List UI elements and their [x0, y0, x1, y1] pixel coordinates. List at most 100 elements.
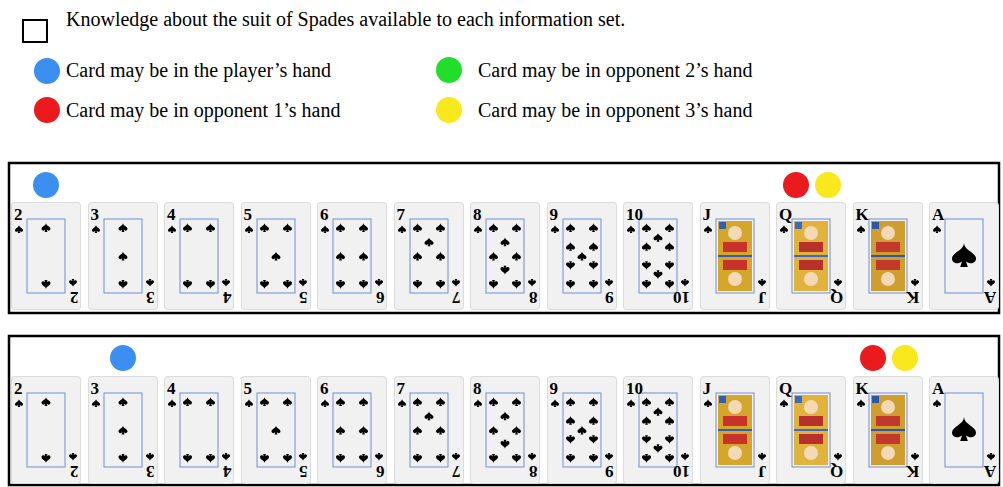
- spade-pip: [589, 261, 598, 270]
- spade-pip: [413, 454, 422, 463]
- spade-pip: [642, 261, 651, 270]
- spade-pip: [501, 237, 510, 246]
- card-rank: 3: [91, 206, 100, 223]
- face-art: [718, 256, 752, 291]
- spade-pip: [359, 252, 368, 261]
- spade-pip: [42, 280, 51, 289]
- card-rank: J: [758, 289, 767, 306]
- face-art: [795, 396, 802, 403]
- card-rank: K: [906, 289, 919, 306]
- spade-pip: [413, 426, 422, 435]
- spade-pip: [168, 225, 176, 233]
- spade-pip: [489, 454, 498, 463]
- spade-pip: [589, 454, 598, 463]
- face-art: [804, 446, 818, 460]
- spade-pip: [577, 252, 586, 261]
- card-rank: 4: [223, 289, 232, 306]
- legend-label: Card may be in the player’s hand: [66, 59, 331, 82]
- spade-pip: [566, 454, 575, 463]
- card-rank: K: [906, 463, 919, 480]
- card-frame: [180, 219, 218, 293]
- spade-pip: [474, 399, 482, 407]
- card-frame: [869, 219, 907, 293]
- spade-pip: [424, 411, 433, 420]
- face-art: [718, 429, 752, 431]
- spade-pip: [952, 417, 976, 441]
- playing-card: 44: [165, 377, 233, 483]
- card-frame: [563, 393, 601, 467]
- legend-swatch: [436, 57, 462, 83]
- playing-card: 22: [12, 377, 80, 483]
- playing-card: 33: [89, 377, 157, 483]
- card-rank: 3: [91, 380, 100, 397]
- face-art: [794, 221, 828, 256]
- spade-pip: [501, 411, 510, 420]
- face-art: [871, 395, 905, 430]
- card-frame: [792, 219, 830, 293]
- spade-pip: [283, 454, 292, 463]
- spade-pip: [512, 397, 521, 406]
- playing-card: AA: [930, 377, 998, 483]
- face-art: [728, 226, 742, 240]
- spade-pip: [489, 397, 498, 406]
- face-art: [794, 430, 828, 465]
- face-art: [728, 446, 742, 460]
- spade-pip: [271, 426, 280, 435]
- card-rank: Q: [779, 206, 792, 223]
- playing-card: 1010: [624, 203, 692, 309]
- spade-pip: [271, 252, 280, 261]
- spade-pip: [489, 280, 498, 289]
- spade-pip: [987, 453, 995, 461]
- card-rank: 6: [320, 380, 329, 397]
- spade-pip: [398, 399, 406, 407]
- card-rank: 10: [673, 289, 690, 306]
- card-rank: 2: [70, 463, 79, 480]
- spade-pip: [566, 435, 575, 444]
- spade-pip: [857, 399, 865, 407]
- card-rank: 5: [244, 380, 253, 397]
- card-frame: [945, 219, 983, 293]
- card-frame: [716, 393, 754, 467]
- spade-pip: [512, 426, 521, 435]
- face-art: [871, 429, 905, 431]
- card-rank: 8: [529, 463, 538, 480]
- spade-pip: [413, 280, 422, 289]
- card-rank: J: [703, 380, 712, 397]
- card-rank: 2: [14, 380, 23, 397]
- face-art: [794, 395, 828, 430]
- spade-pip: [168, 399, 176, 407]
- card-rank: 2: [14, 206, 23, 223]
- card-frame: [639, 393, 677, 467]
- playing-card: AA: [930, 203, 998, 309]
- card-rank: 6: [320, 206, 329, 223]
- spade-pip: [528, 453, 536, 461]
- spade-pip: [474, 225, 482, 233]
- card-frame: [945, 393, 983, 467]
- spade-pip: [681, 279, 689, 287]
- spade-pip: [566, 280, 575, 289]
- card-rank: A: [932, 206, 944, 223]
- spade-pip: [489, 426, 498, 435]
- card-rank: 5: [299, 289, 308, 306]
- info-set-panel: [9, 163, 999, 313]
- spade-pip: [359, 280, 368, 289]
- spade-pip: [501, 266, 510, 275]
- card-rank: K: [856, 206, 869, 223]
- card-rank: 5: [299, 463, 308, 480]
- spade-pip: [336, 397, 345, 406]
- spade-pip: [665, 435, 674, 444]
- card-rank: 3: [146, 289, 155, 306]
- face-art: [876, 260, 900, 270]
- face-art: [799, 260, 823, 270]
- card-rank: 4: [167, 380, 176, 397]
- spade-pip: [665, 454, 674, 463]
- spade-pip: [336, 454, 345, 463]
- spade-pip: [359, 454, 368, 463]
- face-art: [871, 255, 905, 257]
- playing-card: JJ: [701, 377, 769, 483]
- legend-label: Knowledge about the suit of Spades avail…: [66, 8, 625, 31]
- card-frame: [333, 393, 371, 467]
- playing-card: 66: [318, 377, 386, 483]
- spade-pip: [952, 243, 976, 267]
- spade-pip: [336, 252, 345, 261]
